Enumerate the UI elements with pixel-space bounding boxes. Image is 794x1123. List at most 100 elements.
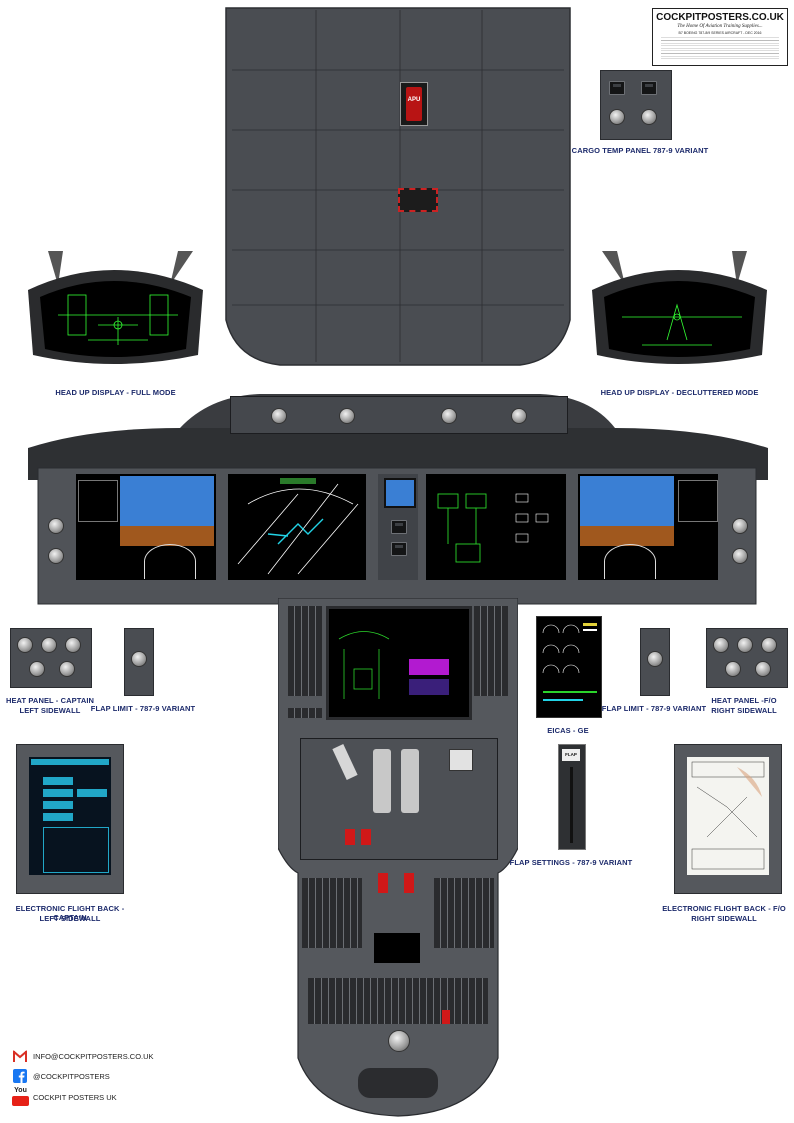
aft-pedestal-panel-lower[interactable] (308, 978, 488, 1024)
flap-settings-knob[interactable]: FLAP (562, 749, 580, 761)
fire-handle[interactable] (398, 188, 438, 212)
heat-captain-knob-3[interactable] (65, 637, 81, 653)
contact-facebook[interactable]: @COCKPITPOSTERS (33, 1072, 110, 1081)
caption-hud-declutter: HEAD UP DISPLAY - DECLUTTERED MODE (600, 388, 759, 397)
gear-switch[interactable] (391, 520, 407, 534)
facebook-icon[interactable] (13, 1069, 27, 1083)
efb-captain-row-2 (43, 789, 73, 797)
efb-fo (674, 744, 782, 894)
right-panel-knob-2[interactable] (732, 548, 748, 564)
caption-flap-limit-left: FLAP LIMIT - 787-9 VARIANT (90, 704, 196, 713)
aft-pedestal-panel-left[interactable] (302, 878, 362, 948)
captain-pfd (76, 474, 216, 580)
overhead-panel: APU (0, 0, 794, 380)
heat-fo-knob-5[interactable] (755, 661, 771, 677)
hud-declutter-mode (582, 245, 777, 377)
flap-limit-left-panel (124, 628, 154, 696)
efb-captain-row-5 (43, 813, 73, 821)
pedestal-keypad-left[interactable] (288, 708, 322, 718)
cargo-knob-2[interactable] (641, 109, 657, 125)
fuel-cutoff-left[interactable] (345, 829, 355, 845)
caption-eicas-ge: EICAS - GE (547, 726, 589, 735)
left-panel-knob-2[interactable] (48, 548, 64, 564)
contact-email[interactable]: INFO@COCKPITPOSTERS.CO.UK (33, 1052, 154, 1061)
heat-captain-knob-4[interactable] (29, 661, 45, 677)
thrust-lever-right[interactable] (401, 749, 419, 813)
heat-fo-knob-2[interactable] (737, 637, 753, 653)
brand-fineprint (661, 37, 779, 61)
flap-limit-right-panel (640, 628, 670, 696)
eicas-ge-graphic (542, 623, 597, 701)
flap-settings-panel: FLAP (558, 744, 586, 850)
mcp-knob-vs[interactable] (511, 408, 527, 424)
fo-cdu-keypad[interactable] (474, 606, 508, 696)
brand-logo: COCKPITPOSTERS.CO.UK (656, 12, 784, 23)
fo-pfd (578, 474, 718, 580)
efb-captain-row-1 (43, 777, 73, 785)
speedbrake-lever[interactable] (332, 744, 358, 780)
flap-limit-right-knob[interactable] (647, 651, 663, 667)
heat-captain-knob-1[interactable] (17, 637, 33, 653)
pfd-sky (120, 476, 214, 526)
right-panel-knob-1[interactable] (732, 518, 748, 534)
flap-lever[interactable] (449, 749, 473, 771)
heat-fo-knob-3[interactable] (761, 637, 777, 653)
efb-captain (16, 744, 124, 894)
eicas-ge-panel (536, 616, 602, 718)
fo-pfd-engine-block (678, 480, 718, 522)
eicas-synoptic-graphic (437, 493, 549, 563)
caption-heat-captain-1: HEAT PANEL - CAPTAIN (5, 696, 95, 705)
gmail-icon[interactable] (13, 1050, 27, 1062)
apu-switch (406, 87, 422, 121)
main-instrument-panel (0, 388, 794, 608)
cargo-switch-2[interactable] (641, 81, 657, 95)
thrust-lever-left[interactable] (373, 749, 391, 813)
efb-captain-title-bar (31, 759, 109, 765)
pedestal-display-graphic (338, 631, 449, 699)
autobrake-switch[interactable] (391, 542, 407, 556)
mcp-knob-altitude[interactable] (441, 408, 457, 424)
brand-subtitle: B7 BOEING 787-8/9 SERIES AIRCRAFT - DEC … (678, 31, 762, 35)
heat-fo-knob-1[interactable] (713, 637, 729, 653)
youtube-icon[interactable]: You (12, 1087, 29, 1107)
heat-captain-knob-2[interactable] (41, 637, 57, 653)
youtube-icon-word: You (14, 1087, 27, 1094)
aft-pedestal-knob[interactable] (388, 1030, 410, 1052)
caption-heat-captain-2: LEFT SIDEWALL (19, 706, 81, 715)
efb-fo-chart-graphic (691, 761, 765, 870)
flap-limit-left-knob[interactable] (131, 651, 147, 667)
pfd-ground (120, 526, 214, 546)
caption-hud-full: HEAD UP DISPLAY - FULL MODE (55, 388, 176, 397)
mcp-knob-heading[interactable] (339, 408, 355, 424)
efb-captain-row-3 (77, 789, 107, 797)
aft-pedestal-panel-right[interactable] (434, 878, 494, 948)
fuel-cutoff-right[interactable] (361, 829, 371, 845)
heat-fo-knob-4[interactable] (725, 661, 741, 677)
contact-youtube[interactable]: COCKPIT POSTERS UK (33, 1093, 117, 1102)
aft-red-switch[interactable] (442, 1010, 450, 1024)
cargo-switch-1[interactable] (609, 81, 625, 95)
mcp-knob-speed[interactable] (271, 408, 287, 424)
apu-selector[interactable]: APU (400, 82, 428, 126)
pfd-engine-block (78, 480, 118, 522)
caption-heat-fo-2: RIGHT SIDEWALL (711, 706, 777, 715)
center-standby (378, 474, 418, 580)
left-panel-knob-1[interactable] (48, 518, 64, 534)
efb-captain-table (43, 827, 109, 873)
captain-cdu-keypad[interactable] (288, 606, 322, 696)
aft-cutoff-right[interactable] (404, 873, 414, 893)
caption-flap-limit-right: FLAP LIMIT - 787-9 VARIANT (601, 704, 707, 713)
captain-nd (228, 474, 366, 580)
cargo-knob-1[interactable] (609, 109, 625, 125)
center-pedestal (278, 598, 518, 1118)
caption-cargo-temp: CARGO TEMP PANEL 787-9 VARIANT (571, 146, 709, 155)
efb-captain-screen (29, 757, 111, 875)
aft-cutoff-left[interactable] (378, 873, 388, 893)
mcp-panel[interactable] (230, 396, 568, 434)
hud-full-mode (18, 245, 213, 377)
fo-pfd-sky (580, 476, 674, 526)
heat-captain-knob-5[interactable] (59, 661, 75, 677)
floor-handle (358, 1068, 438, 1098)
cargo-temp-panel (600, 70, 672, 140)
caption-efb-fo-1: ELECTRONIC FLIGHT BACK - F/O (662, 904, 786, 913)
